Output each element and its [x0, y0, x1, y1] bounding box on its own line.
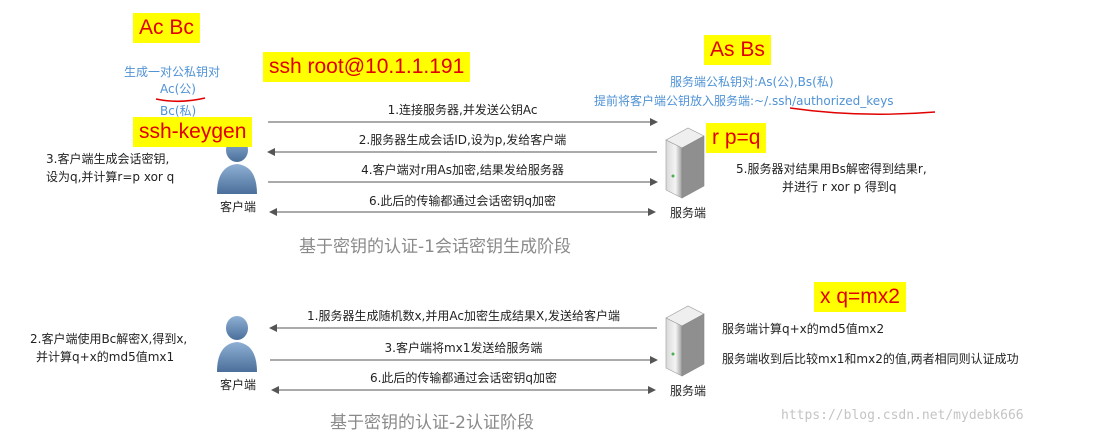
top-message-1: 1.连接服务器,并发送公钥Ac: [387, 103, 538, 117]
client-public-key: Ac(公): [160, 82, 196, 96]
top-section-title: 基于密钥的认证-1会话密钥生成阶段: [299, 237, 571, 257]
bottom-client-label: 客户端: [219, 378, 256, 392]
top-client-note-line1: 3.客户端生成会话密钥,: [46, 152, 170, 166]
server-icon-top: [665, 127, 705, 199]
top-message-2: 2.服务器生成会话ID,设为p,发给客户端: [358, 133, 567, 147]
highlight-as-bs: As Bs: [704, 35, 771, 65]
client-keys-title: 生成一对公私钥对: [124, 65, 221, 79]
underline-ac: [155, 97, 206, 103]
watermark: https://blog.csdn.net/mydebk666: [781, 408, 1024, 423]
client-private-key: Bc(私): [160, 104, 197, 118]
server-icon-bottom: [665, 305, 705, 377]
highlight-r-p-q: r p=q: [706, 123, 767, 153]
bottom-message-1: 1.服务器生成随机数x,并用Ac加密生成结果X,发送给客户端: [307, 309, 620, 323]
top-message-6: 6.此后的传输都通过会话密钥q加密: [368, 194, 557, 208]
bottom-server-label: 服务端: [669, 384, 706, 398]
bottom-client-note-line1: 2.客户端使用Bc解密X,得到x,: [30, 332, 188, 346]
server-keys-line1: 服务端公私钥对:As(公),Bs(私): [670, 75, 834, 89]
bottom-client-note: 2.客户端使用Bc解密X,得到x, 并计算q+x的md5值mx1: [30, 330, 187, 366]
bottom-client-note-line2: 并计算q+x的md5值mx1: [36, 350, 175, 364]
highlight-ssh-root: ssh root@10.1.1.191: [263, 52, 471, 82]
bottom-message-6: 6.此后的传输都通过会话密钥q加密: [369, 371, 558, 385]
bottom-section-title: 基于密钥的认证-2认证阶段: [330, 413, 534, 433]
bottom-server-note-line2: 服务端收到后比较mx1和mx2的值,两者相同则认证成功: [722, 352, 1019, 366]
top-client-label: 客户端: [219, 200, 256, 214]
user-icon-bottom: [217, 316, 257, 372]
top-server-note-line2: 并进行 r xor p 得到q: [782, 180, 897, 194]
highlight-x-q-mx2: x q=mx2: [814, 282, 906, 312]
underline-authorized-keys: [789, 107, 936, 115]
bottom-message-3: 3.客户端将mx1发送给服务端: [384, 341, 543, 355]
top-message-4: 4.客户端对r用As加密,结果发给服务器: [361, 163, 564, 177]
top-server-note: 5.服务器对结果用Bs解密得到结果r, 并进行 r xor p 得到q: [736, 160, 927, 196]
highlight-ssh-keygen: ssh-keygen: [133, 117, 253, 147]
bottom-server-note-line1: 服务端计算q+x的md5值mx2: [722, 322, 885, 336]
top-client-note-line2: 设为q,并计算r=p xor q: [46, 170, 175, 184]
top-client-note: 3.客户端生成会话密钥, 设为q,并计算r=p xor q: [46, 150, 174, 186]
server-keys-line2: 提前将客户端公钥放入服务端:~/.ssh/authorized_keys: [594, 94, 894, 108]
top-server-note-line1: 5.服务器对结果用Bs解密得到结果r,: [736, 162, 927, 176]
top-server-label: 服务端: [669, 206, 706, 220]
highlight-ac-bc: Ac Bc: [133, 13, 200, 43]
